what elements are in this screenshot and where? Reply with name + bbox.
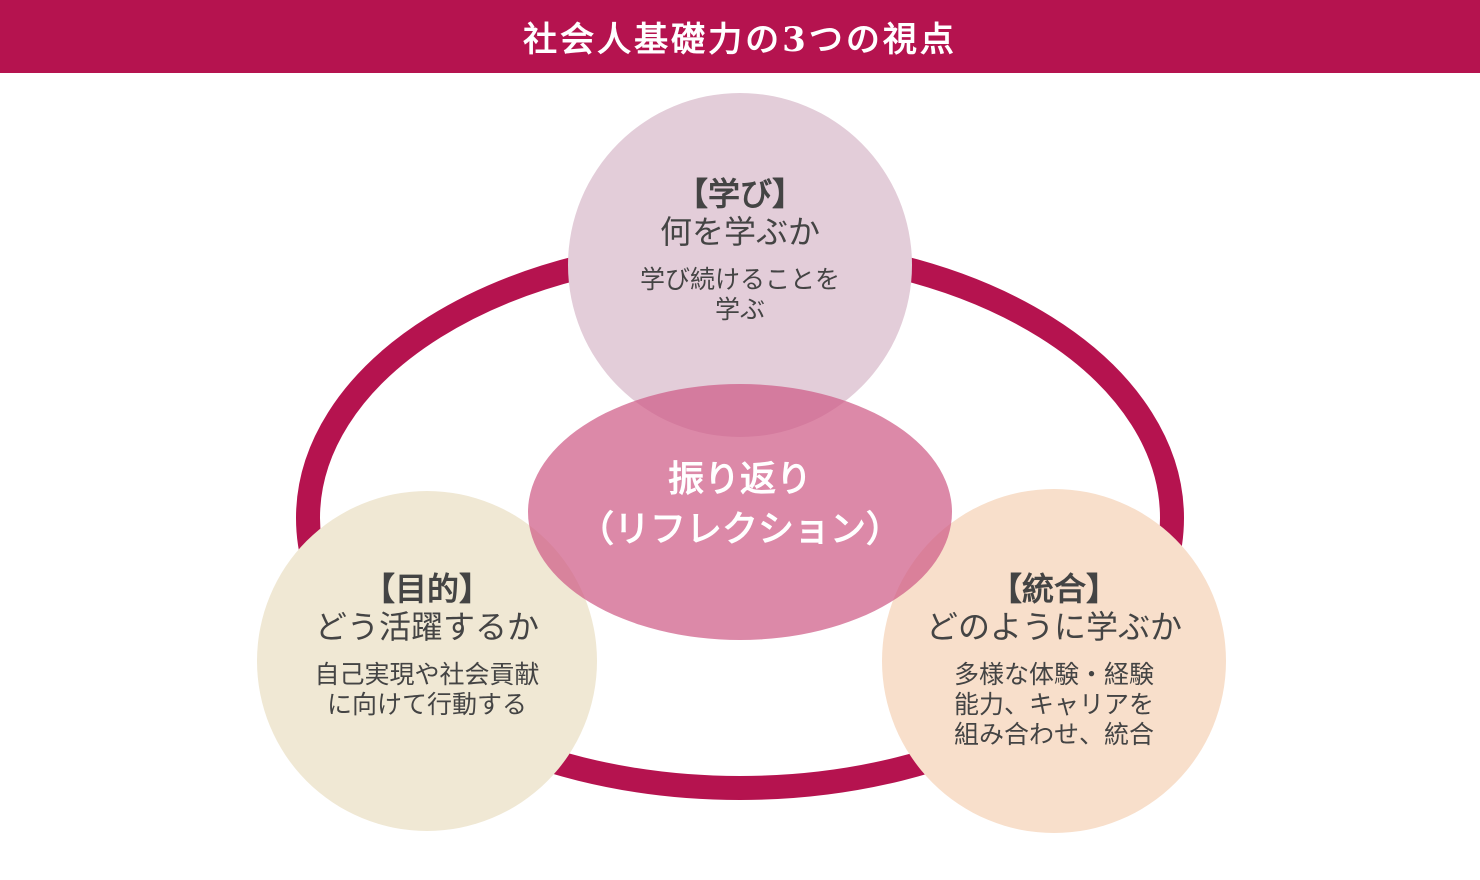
integration-description: 多様な体験・経験 能力、キャリアを 組み合わせ、統合 [926,660,1182,750]
learning-desc-line: 学ぶ [714,295,766,324]
reflection-subtitle: （リフレクション） [577,509,903,550]
integration-desc-line: 組み合わせ、統合 [953,720,1155,749]
purpose-description: 自己実現や社会貢献 に向けて行動する [314,660,539,720]
header-bar: 社会人基礎力の3つの視点 [0,0,1480,73]
integration-title: 【統合】 [989,570,1119,608]
integration-subtitle: どのように学ぶか [925,608,1183,646]
reflection-title: 振り返り [667,459,813,500]
purpose-desc-line: に向けて行動する [326,690,528,719]
learning-circle [568,93,912,437]
integration-desc-line: 多様な体験・経験 [953,660,1155,689]
reflection-ellipse [528,384,952,640]
purpose-subtitle: どう活躍するか [314,608,540,646]
learning-subtitle: 何を学ぶか [659,213,821,251]
learning-description: 学び続けることを 学ぶ [640,265,840,325]
purpose-circle [257,491,597,831]
learning-label: 【学び】 何を学ぶか 学び続けることを 学ぶ [640,175,840,325]
purpose-title: 【目的】 [362,570,492,608]
reflection-label: 振り返り （リフレクション） [578,455,902,555]
learning-title: 【学び】 [675,175,805,213]
purpose-desc-line: 自己実現や社会貢献 [314,660,540,689]
learning-desc-line: 学び続けることを [639,265,841,294]
integration-desc-line: 能力、キャリアを [953,690,1155,719]
integration-circle [882,489,1226,833]
integration-label: 【統合】 どのように学ぶか 多様な体験・経験 能力、キャリアを 組み合わせ、統合 [926,570,1182,750]
purpose-label: 【目的】 どう活躍するか 自己実現や社会貢献 に向けて行動する [314,570,539,720]
page-title: 社会人基礎力の3つの視点 [523,20,957,60]
